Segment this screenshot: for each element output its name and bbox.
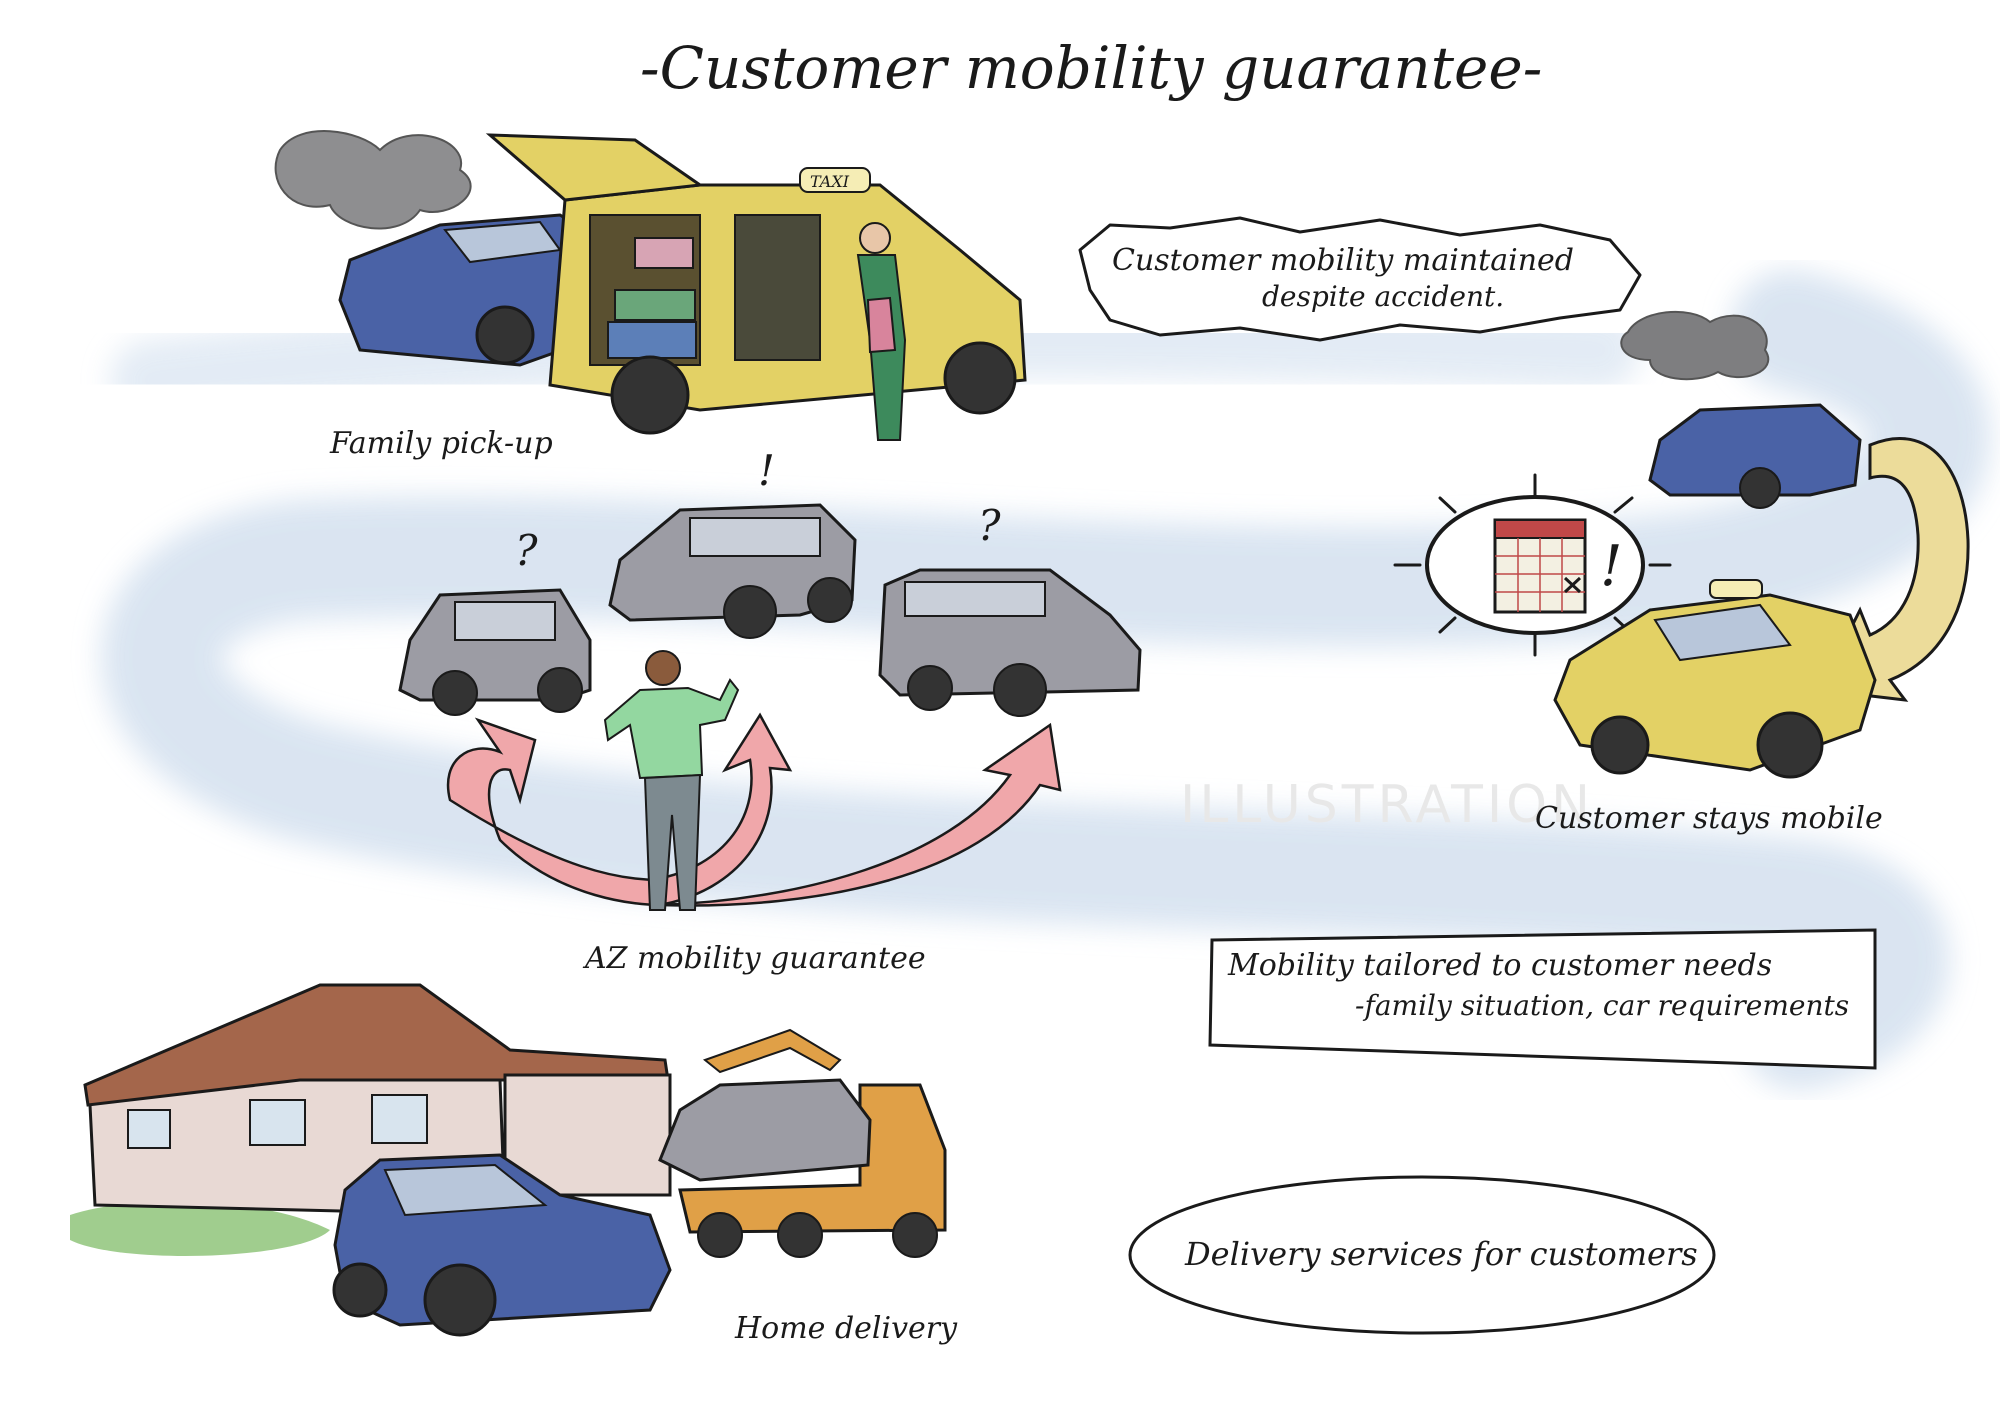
- label-az-guarantee: AZ mobility guarantee: [582, 941, 926, 976]
- grey-van-wheel-left: [907, 665, 953, 711]
- taxi-wheel-rear: [1756, 711, 1824, 779]
- crashed-car-wheel: [475, 305, 535, 365]
- box-line-1: Mobility tailored to customer needs: [1227, 948, 1772, 983]
- taxi-wheel-front: [1590, 715, 1650, 775]
- house-window-right: [371, 1094, 428, 1144]
- man-head: [859, 222, 891, 254]
- label-home-delivery: Home delivery: [734, 1311, 958, 1346]
- arrow-left: [446, 717, 662, 907]
- small-car-wheel-right: [537, 667, 583, 713]
- bubble-line-1: Customer mobility maintained: [1112, 243, 1574, 278]
- truck-wheel-2: [777, 1212, 823, 1258]
- woman-legs: [643, 773, 702, 911]
- exclamation-mark: !: [758, 446, 775, 495]
- blue-car-wheel-front: [423, 1263, 497, 1337]
- child-figure: [866, 296, 897, 354]
- taxi-roof-sign: [799, 167, 871, 193]
- taxi-van-open-hatch: [485, 133, 705, 202]
- question-mark-right: ?: [978, 501, 1001, 550]
- grass-patch: [70, 1201, 330, 1257]
- crossover-window: [689, 517, 821, 557]
- woman-head: [645, 650, 681, 686]
- label-family-pickup: Family pick-up: [329, 426, 553, 461]
- taxi-windshield: [1653, 603, 1792, 662]
- delivery-ellipse: [1128, 1175, 1716, 1335]
- winding-path: [101, 270, 1991, 1090]
- van-front-wheel: [943, 341, 1017, 415]
- woman-jacket: [603, 678, 740, 780]
- home-delivery-scene: [70, 983, 947, 1337]
- taxi-sign-right: [1709, 579, 1763, 599]
- arrow-right: [659, 722, 1062, 907]
- calendar-grid: [1495, 538, 1585, 612]
- tow-truck-crane: [702, 1028, 842, 1074]
- family-pickup-scene: TAXI: [274, 130, 1027, 441]
- page-title: -Customer mobility guarantee-: [640, 34, 1542, 102]
- taxi-sign-text: TAXI: [810, 172, 850, 191]
- bubble-line-2: despite accident.: [1262, 280, 1504, 313]
- crossover-wheel-left: [723, 585, 777, 639]
- truck-wheel-1: [697, 1212, 743, 1258]
- small-car-window: [454, 601, 556, 641]
- crashed-right-wheel: [1739, 467, 1781, 509]
- van-side-door: [734, 214, 821, 361]
- house-window-mid: [249, 1099, 306, 1146]
- speech-bubble: [1078, 216, 1642, 342]
- truck-wheel-3: [892, 1212, 938, 1258]
- watermark-text: ILLUSTRATION: [1180, 775, 1594, 835]
- calendar-x-mark: [1563, 576, 1582, 594]
- crossover-wheel-right: [807, 577, 853, 623]
- van-rear-wheel: [610, 355, 690, 435]
- customer-mobile-scene: !: [1393, 310, 1970, 779]
- luggage-pink: [634, 237, 694, 269]
- blue-car-windshield: [383, 1163, 548, 1217]
- house-window-left: [127, 1109, 171, 1149]
- blue-car-wheel-rear: [332, 1262, 388, 1318]
- grey-car-on-truck: [658, 1078, 872, 1182]
- ellipse-text: Delivery services for customers: [1184, 1235, 1698, 1273]
- grey-van-window: [904, 581, 1046, 617]
- luggage-blue: [607, 321, 697, 359]
- question-mark-left: ?: [515, 526, 538, 575]
- smoke-cloud: [274, 130, 472, 230]
- smoke-cloud-right: [1620, 310, 1769, 381]
- arrow-center: [648, 712, 793, 907]
- label-customer-mobile: Customer stays mobile: [1535, 801, 1883, 836]
- vehicle-choice-scene: ? ! ?: [398, 446, 1142, 911]
- grey-van-wheel-right: [993, 663, 1047, 717]
- box-line-2: -family situation, car requirements: [1355, 989, 1849, 1022]
- crashed-blue-car-right: [1648, 403, 1862, 497]
- calendar-header: [1494, 519, 1586, 539]
- tailored-box: [1208, 928, 1877, 1070]
- luggage-green: [614, 289, 696, 321]
- calendar-exclaim: !: [1600, 534, 1623, 599]
- small-car-wheel-left: [432, 670, 478, 716]
